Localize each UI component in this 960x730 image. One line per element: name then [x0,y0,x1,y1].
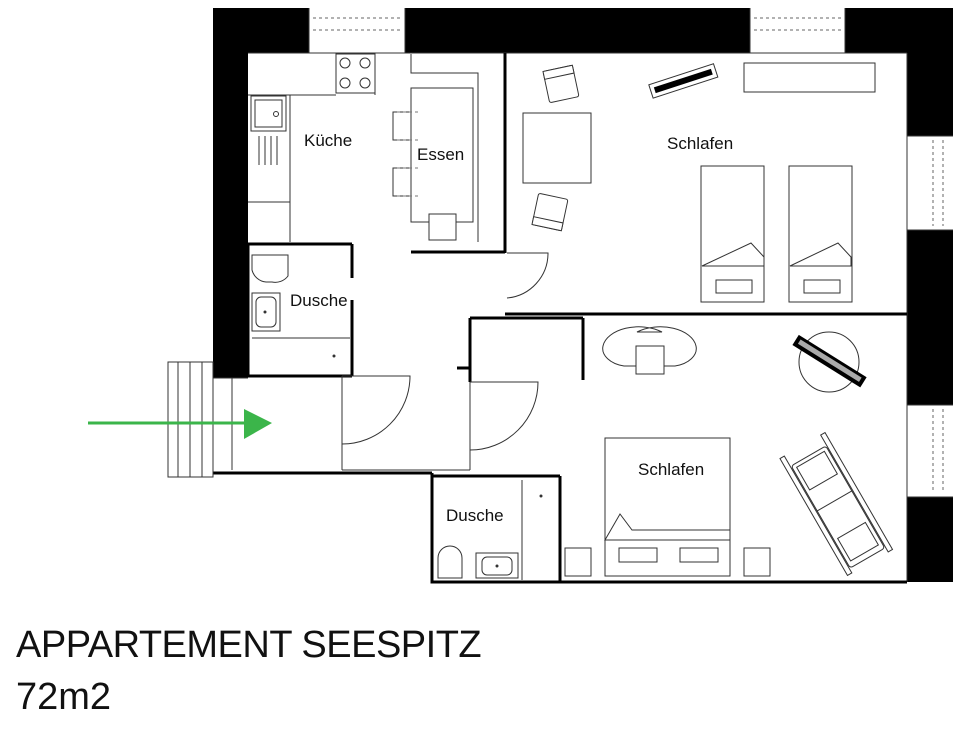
room-label-bedroom-top: Schlafen [667,134,733,153]
shower-fixtures-left [251,254,350,358]
entrance-arrow-icon [88,409,272,439]
room-label-bedroom-bottom: Schlafen [638,460,704,479]
windows [308,8,953,498]
floor-plan: Küche Essen Schlafen Dusche Schlafen Dus… [88,8,953,584]
dining-table [392,87,474,241]
room-label-dining: Essen [417,145,464,164]
apartment-area: 72m2 [16,676,112,718]
room-label-shower-bottom: Dusche [446,506,504,525]
outer-walls [213,8,953,582]
entrance-steps [167,361,248,478]
doors [341,252,549,451]
shower-fixtures-bottom [437,480,543,580]
bedroom-bottom-furniture [564,326,894,577]
kitchen-counter [248,53,479,242]
interior-walls [213,52,908,584]
room-label-kitchen: Küche [304,131,352,150]
bedroom-top-furniture [522,62,876,303]
room-label-shower-left: Dusche [290,291,348,310]
apartment-title: APPARTEMENT SEESPITZ [16,624,482,666]
